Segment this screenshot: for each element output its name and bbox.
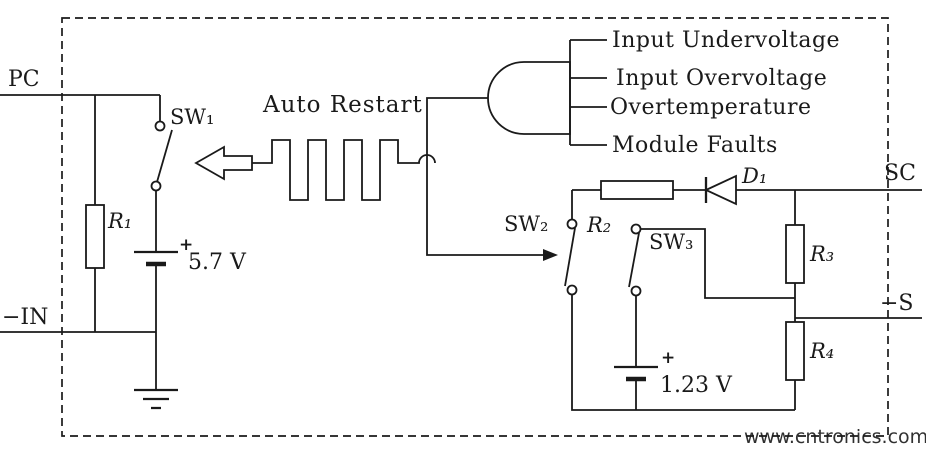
sw1-blade bbox=[156, 129, 173, 183]
sw3-terminal-bottom bbox=[630, 285, 642, 297]
fault-label-overtemperature: Overtemperature bbox=[610, 95, 812, 120]
diode-d1-triangle bbox=[703, 174, 737, 206]
sw2-blade bbox=[564, 227, 576, 287]
fault-label-input-undervoltage: Input Undervoltage bbox=[612, 28, 840, 53]
pin-label-neg-s: −S bbox=[880, 291, 914, 316]
battery1-plus-sign: + bbox=[179, 235, 193, 255]
resistor-r2 bbox=[600, 180, 674, 200]
sw3-blade bbox=[628, 232, 640, 288]
pin-label-sc: SC bbox=[884, 161, 916, 186]
label-sw1: SW₁ bbox=[170, 105, 214, 129]
battery2-plus-sign: + bbox=[661, 348, 675, 368]
sw1-terminal-top bbox=[154, 120, 166, 132]
sw3-terminal-top bbox=[630, 223, 642, 235]
sw1-terminal-bottom bbox=[150, 180, 162, 192]
control-arrowhead-icon bbox=[543, 249, 558, 261]
label-r4: R₄ bbox=[809, 339, 834, 363]
battery1-value: 5.7 V bbox=[188, 250, 247, 275]
label-r2: R₂ bbox=[586, 213, 611, 237]
resistor-r1 bbox=[85, 204, 105, 269]
gate-output-wire bbox=[426, 97, 543, 256]
pin-label-neg-in: −IN bbox=[2, 305, 48, 330]
resistor-r4 bbox=[785, 321, 805, 381]
restart-arrow-icon bbox=[194, 145, 253, 181]
fault-label-module-faults: Module Faults bbox=[612, 133, 778, 158]
left-wires bbox=[0, 94, 161, 390]
dashed-enclosure bbox=[61, 17, 889, 437]
ground-symbol bbox=[134, 388, 178, 410]
fault-input-bus bbox=[569, 39, 607, 146]
and-gate-body bbox=[487, 61, 571, 135]
sw2-terminal-top bbox=[566, 218, 578, 230]
label-sw3: SW₃ bbox=[649, 230, 693, 254]
label-r3: R₃ bbox=[809, 242, 834, 266]
sw2-terminal-bottom bbox=[566, 284, 578, 296]
right-wires bbox=[571, 189, 922, 411]
fault-label-input-overvoltage: Input Overvoltage bbox=[616, 66, 827, 91]
label-sw2: SW₂ bbox=[504, 212, 548, 236]
pin-label-pc: PC bbox=[8, 67, 40, 92]
label-r1: R₁ bbox=[107, 209, 132, 233]
label-d1: D₁ bbox=[741, 164, 767, 188]
watermark: www.cntronics.com bbox=[744, 426, 926, 448]
restart-coil bbox=[252, 139, 436, 201]
resistor-r3 bbox=[785, 224, 805, 284]
battery2-value: 1.23 V bbox=[660, 373, 733, 398]
auto-restart-label: Auto Restart bbox=[262, 92, 423, 118]
